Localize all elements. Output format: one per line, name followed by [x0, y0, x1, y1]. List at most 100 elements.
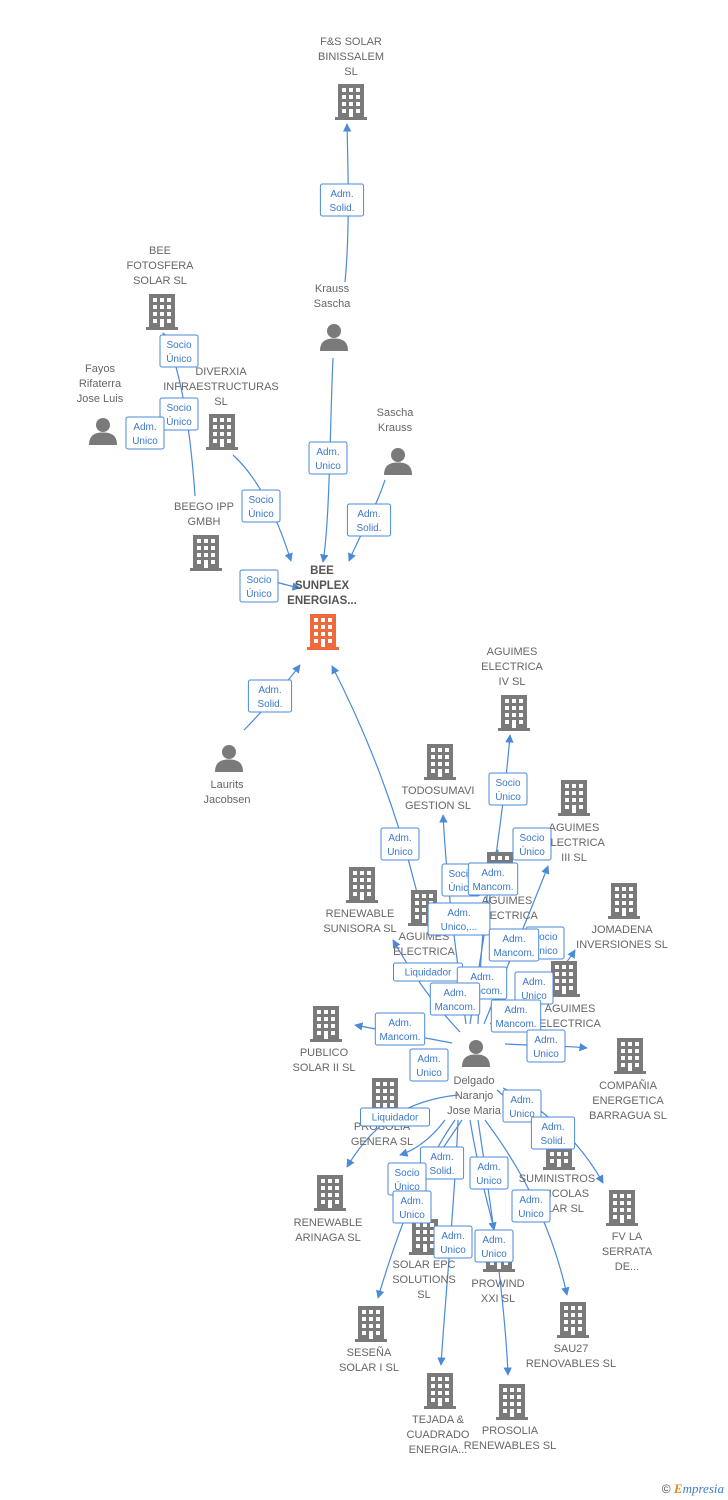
role-box-adm-unico[interactable]: Adm.Unico — [308, 441, 348, 475]
role-box-adm-unico[interactable]: Adm.Unico — [409, 1048, 449, 1082]
building-icon — [424, 1373, 456, 1409]
node-tejada[interactable]: TEJADA &CUADRADOENERGIA... — [407, 1373, 470, 1456]
role-box-frame — [488, 772, 528, 806]
role-box-adm-solid[interactable]: Adm.Solid. — [319, 183, 365, 217]
role-label: Unico — [440, 1245, 466, 1256]
role-label: Mancom. — [379, 1032, 420, 1043]
role-box-adm-mancom[interactable]: Adm.Mancom. — [490, 999, 542, 1033]
node-label: SOLAR SL — [133, 275, 187, 287]
role-box-adm-unico[interactable]: Adm.Unico — [125, 416, 165, 450]
role-box-frame — [360, 1107, 430, 1127]
node-label: GENERA SL — [351, 1136, 413, 1148]
role-box-adm-unico[interactable]: Adm.Unico — [514, 971, 554, 1005]
person-icon — [462, 1040, 490, 1067]
role-label: Adm. — [502, 934, 525, 945]
role-label: Adm. — [447, 908, 470, 919]
role-label: Mancom. — [493, 948, 534, 959]
role-box-adm-unico[interactable]: Adm. Unico — [433, 1225, 473, 1259]
role-label: Único — [448, 881, 474, 894]
node-label: III SL — [561, 852, 587, 864]
node-label: PROSOLIA — [482, 1425, 539, 1437]
empresia-logo: Empresia — [673, 1481, 724, 1496]
role-box-liquidador[interactable]: Liquidador — [393, 962, 463, 982]
node-label: CUADRADO — [407, 1429, 470, 1441]
role-box-frame — [409, 1048, 449, 1082]
role-label: Socio — [166, 340, 191, 351]
role-label: Solid. — [329, 203, 354, 214]
role-label: Adm. — [400, 1196, 423, 1207]
role-box-adm-unico[interactable]: Adm.Unico — [502, 1089, 542, 1123]
node-label: BEEGO IPP — [174, 501, 234, 513]
role-box-adm-unico[interactable]: Adm.Unico — [392, 1190, 432, 1224]
node-label: TEJADA & — [412, 1414, 465, 1426]
role-box-adm-unico[interactable]: Adm.Unico — [474, 1229, 514, 1263]
role-box-adm-solid[interactable]: Adm.Solid. — [419, 1146, 465, 1180]
role-label: Adm. — [441, 1231, 464, 1242]
role-label: Adm. — [388, 1018, 411, 1029]
role-box-adm-unico[interactable]: Adm.Unico,... — [427, 902, 491, 936]
role-label: Adm. — [388, 833, 411, 844]
role-box-adm-mancom[interactable]: Adm.Mancom. — [429, 982, 481, 1016]
role-label: Único — [246, 587, 272, 600]
role-box-liquidador[interactable]: Liquidador — [360, 1107, 430, 1127]
node-label: ELECTRICA — [543, 837, 605, 849]
building-icon — [608, 883, 640, 919]
role-box-adm-mancom[interactable]: Adm. Mancom. — [488, 928, 540, 962]
role-label: Mancom. — [461, 986, 502, 997]
role-label: Socio — [448, 869, 473, 880]
role-box-adm-mancom[interactable]: Adm. Mancom. — [374, 1012, 426, 1046]
empresia-watermark: © Empresia — [662, 1481, 724, 1497]
node-fv-serrata[interactable]: FV LASERRATADE... — [602, 1190, 653, 1273]
role-box-adm-solid[interactable]: Adm.Solid. — [247, 679, 293, 713]
role-box-frame — [511, 1189, 551, 1223]
role-label: Solid. — [257, 699, 282, 710]
node-label: PUBLICO — [300, 1047, 349, 1059]
role-label: Unico — [416, 1068, 442, 1079]
role-box-adm-solid[interactable]: Adm.Solid. — [530, 1116, 576, 1150]
node-label: FOTOSFERA — [126, 260, 194, 272]
node-label: Jose Maria — [447, 1105, 502, 1117]
role-box-adm-solid[interactable]: Adm.Solid. — [346, 503, 392, 537]
role-box-adm-unico[interactable]: Adm.Unico — [526, 1029, 566, 1063]
role-box-adm-mancom[interactable]: Adm.Mancom. — [467, 862, 519, 896]
node-bee-sunplex[interactable]: BEESUNPLEXENERGIAS... — [287, 565, 357, 650]
role-box-adm-unico[interactable]: Adm.Unico — [511, 1189, 551, 1223]
building-icon — [146, 294, 178, 330]
role-box-adm-unico[interactable]: Adm.Unico — [380, 827, 420, 861]
role-label: Solid. — [356, 523, 381, 534]
node-label: SUMINISTROS — [519, 1173, 595, 1185]
role-box-adm-unico[interactable]: Adm.Unico — [469, 1156, 509, 1190]
